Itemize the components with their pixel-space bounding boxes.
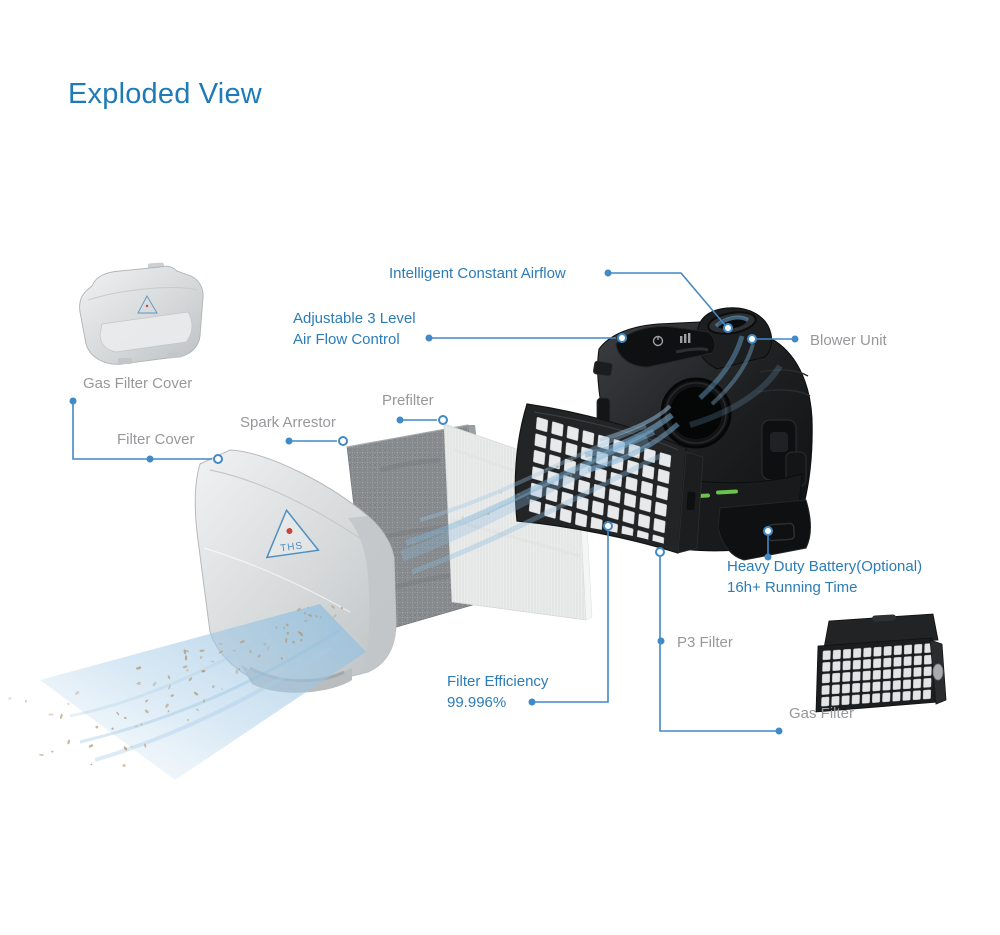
leader-lines <box>69 269 799 735</box>
control-panel <box>615 326 716 368</box>
battery-led-green <box>716 489 738 495</box>
leader-blower-unit <box>747 334 799 344</box>
leader-heavy-duty-battery <box>763 526 773 561</box>
ths-logo-text: THS <box>280 540 304 554</box>
label-adjustable-air-flow: Adjustable 3 Level Air Flow Control <box>293 310 416 348</box>
leader-filter-cover <box>146 455 154 463</box>
leader-p3-and-gas-filter <box>655 547 783 735</box>
ths-logo-small <box>137 295 158 314</box>
leader-filter-efficiency <box>528 521 613 706</box>
label-spark-arrestor: Spark Arrestor <box>240 414 336 431</box>
airflow-streams <box>40 315 783 780</box>
air-intake <box>660 377 732 449</box>
label-intelligent-constant-airflow: Intelligent Constant Airflow <box>389 265 566 282</box>
dust-particles-mid <box>407 453 640 546</box>
label-filter-cover: Filter Cover <box>117 431 195 448</box>
leader-gas-filter-cover <box>69 397 223 464</box>
page-title: Exploded View <box>68 78 262 110</box>
label-p3-filter: P3 Filter <box>677 634 733 651</box>
p3-filter-illustration <box>514 403 704 554</box>
leader-adjustable-air-flow <box>425 333 627 343</box>
gas-filter-illustration <box>815 613 947 713</box>
label-gas-filter-cover: Gas Filter Cover <box>83 375 193 392</box>
label-blower-unit: Blower Unit <box>810 332 887 349</box>
label-prefilter: Prefilter <box>382 392 434 409</box>
leader-prefilter <box>396 415 448 425</box>
label-filter-efficiency: Filter Efficiency 99.996% <box>447 673 549 711</box>
leader-intelligent-constant-airflow <box>604 269 733 333</box>
label-gas-filter: Gas Filter <box>789 705 855 722</box>
ths-logo: THS <box>265 508 320 559</box>
label-heavy-duty-battery: Heavy Duty Battery(Optional) 16h+ Runnin… <box>727 558 923 596</box>
dust-particles <box>8 605 344 767</box>
leader-spark-arrestor <box>285 436 348 446</box>
gas-filter-cover-illustration <box>79 262 204 365</box>
fan-speed-icon <box>680 333 691 343</box>
